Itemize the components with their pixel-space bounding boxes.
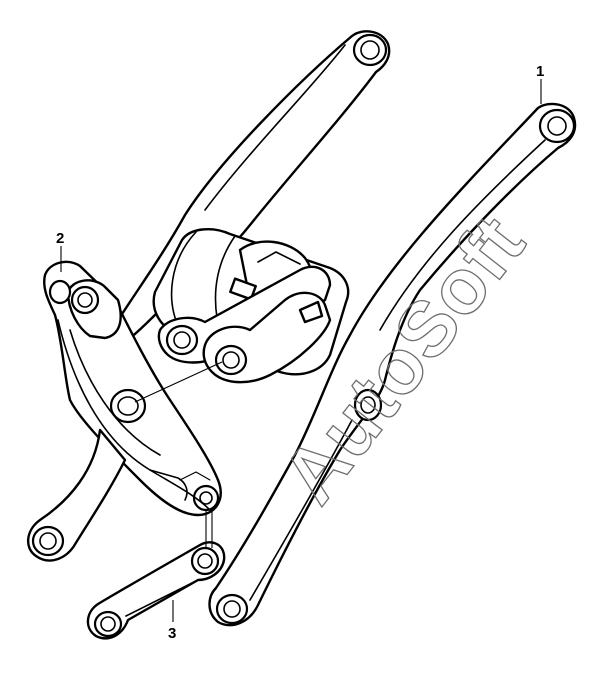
bell-crank [43, 260, 222, 517]
callout-leaders [60, 79, 542, 622]
rear-arm-lower [27, 428, 127, 562]
tube-brackets [157, 265, 332, 384]
front-lift-arm [208, 102, 577, 627]
callout-3: 3 [168, 625, 176, 642]
assembly-lines [134, 361, 223, 548]
callout-2: 2 [56, 230, 64, 247]
callout-1: 1 [536, 63, 544, 80]
tilt-link [86, 541, 226, 640]
